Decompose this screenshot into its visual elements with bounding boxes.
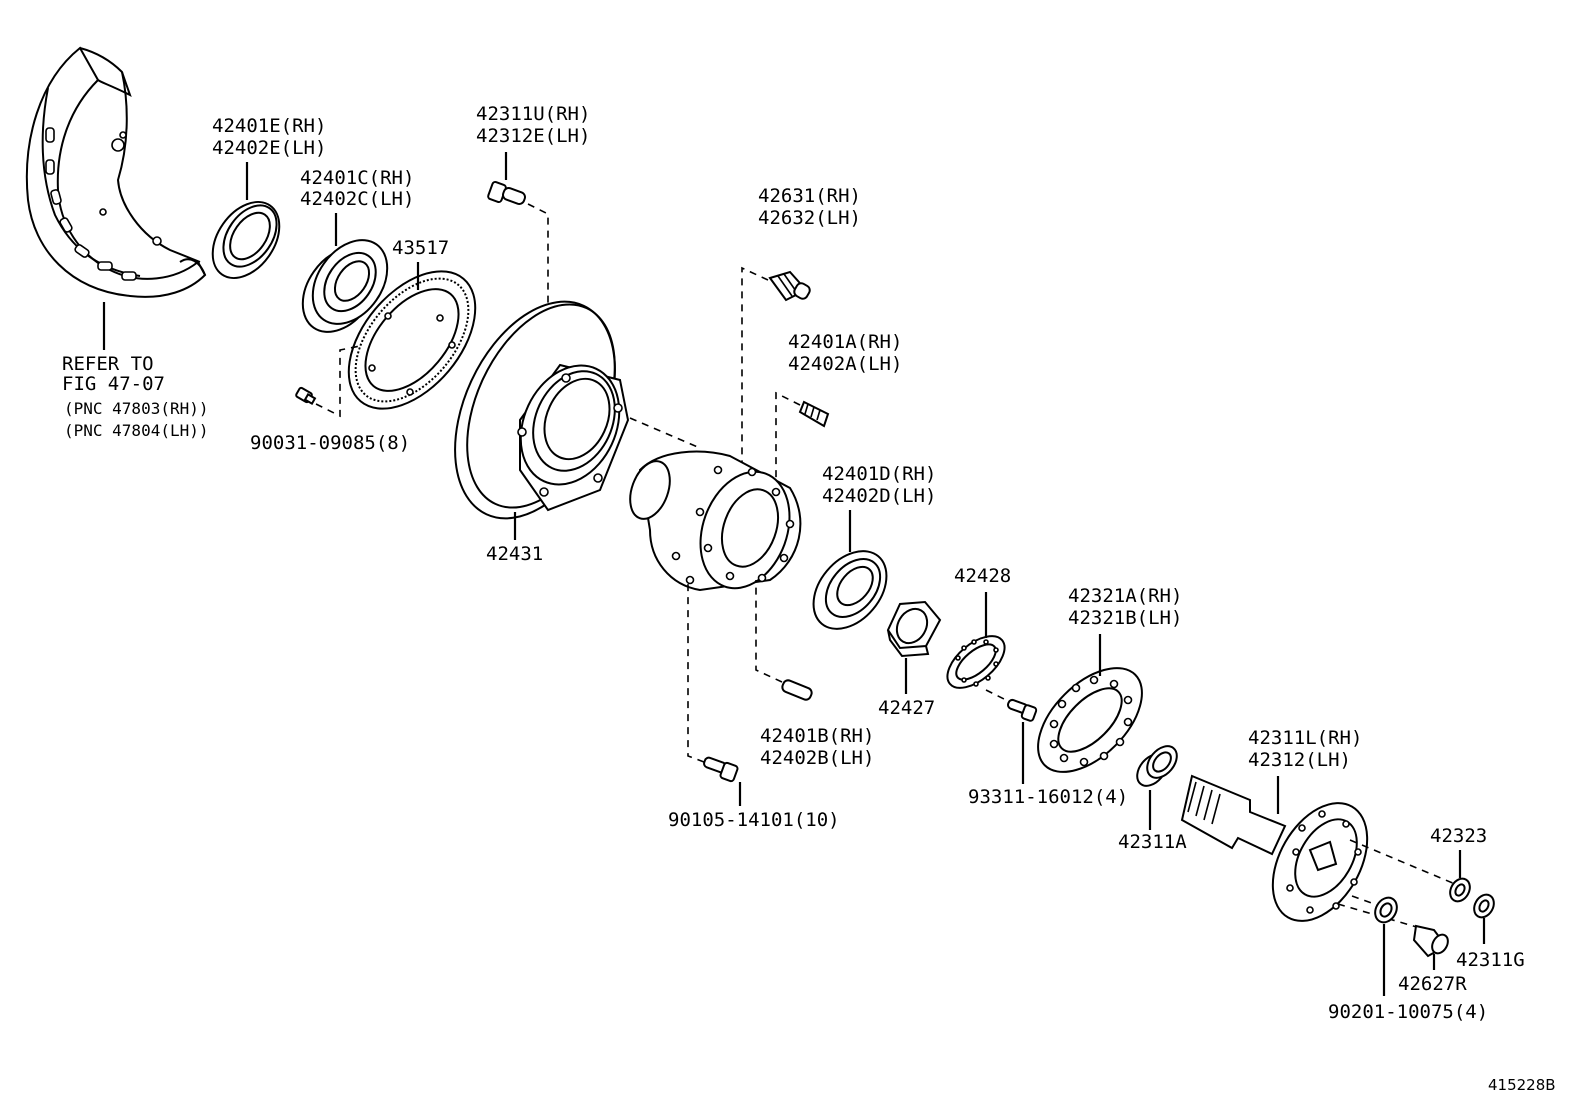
label-pin-b-lh: 42402B(LH) [760,747,874,769]
lock-washer-42428 [946,635,1006,689]
label-nut-42427: 42427 [878,697,935,719]
label-washer-42323: 42323 [1430,825,1487,847]
stud-42631 [768,270,811,302]
label-bushing-42311g: 42311G [1456,949,1525,971]
label-bearing-a-lh: 42402A(LH) [788,353,902,375]
label-bolt-93311: 93311-16012(4) [968,786,1128,808]
label-oil-seal-e-rh: 42401E(RH) [212,115,326,137]
label-rotor-plate: 43517 [392,237,449,259]
hub-bolt-90105 [703,756,739,783]
label-disc: 42431 [486,543,543,565]
label-washer-42428: 42428 [954,565,1011,587]
bearing-d [812,550,888,630]
label-screw: 90031-09085(8) [250,432,410,454]
label-hub-bolt-u-lh: 42312E(LH) [476,125,590,147]
figure-id: 415228B [1488,1076,1556,1094]
label-axle-shaft-lh: 42312(LH) [1248,749,1351,771]
label-bearing-d-lh: 42402D(LH) [822,485,936,507]
label-nut-90201: 90201-10075(4) [1328,1001,1488,1023]
labels: REFER TO FIG 47-07 (PNC 47803(RH)) (PNC … [62,103,1556,1094]
label-backing-plate-3: (PNC 47803(RH)) [64,399,209,418]
label-bearing-a-rh: 42401A(RH) [788,331,902,353]
lock-nut-42427 [886,600,942,658]
spacer-42311a [1136,745,1178,787]
gasket-42321 [1037,667,1143,773]
nut-90201 [1374,896,1398,924]
label-hub-bolt-u-rh: 42311U(RH) [476,103,590,125]
label-hub-bolt-bottom: 90105-14101(10) [668,809,840,831]
label-backing-plate-1: REFER TO [62,353,154,375]
bushing-42311g [1473,893,1495,919]
label-oil-seal-e-lh: 42402E(LH) [212,137,326,159]
label-gasket-rh: 42321A(RH) [1068,585,1182,607]
backing-plate-shield [25,46,207,298]
screw-90031 [295,386,317,405]
label-spacer-42311a: 42311A [1118,831,1187,853]
label-stud-lh: 42632(LH) [758,207,861,229]
stud-bearing-a [798,400,830,428]
oil-seal-e [211,201,281,279]
label-stud-rh: 42631(RH) [758,185,861,207]
pin-b [781,679,813,701]
label-bearing-c-lh: 42402C(LH) [300,188,414,210]
bearing-c [301,239,389,333]
label-bearing-d-rh: 42401D(RH) [822,463,936,485]
wheel-hub [629,450,802,592]
label-gasket-lh: 42321B(LH) [1068,607,1182,629]
disc-42431 [454,300,630,520]
label-bearing-c-rh: 42401C(RH) [300,167,414,189]
cone-42627r [1412,924,1449,958]
axle-shaft [1180,774,1369,922]
label-pin-b-rh: 42401B(RH) [760,725,874,747]
label-backing-plate-2: FIG 47-07 [62,373,165,395]
washer-42323 [1449,877,1471,903]
bolt-93311 [1007,698,1038,722]
hub-bolt-u [487,180,526,205]
label-backing-plate-4: (PNC 47804(LH)) [64,421,209,440]
rotor-plate-43517 [347,270,477,410]
label-axle-shaft-rh: 42311L(RH) [1248,727,1362,749]
label-cone-42627r: 42627R [1398,973,1467,995]
